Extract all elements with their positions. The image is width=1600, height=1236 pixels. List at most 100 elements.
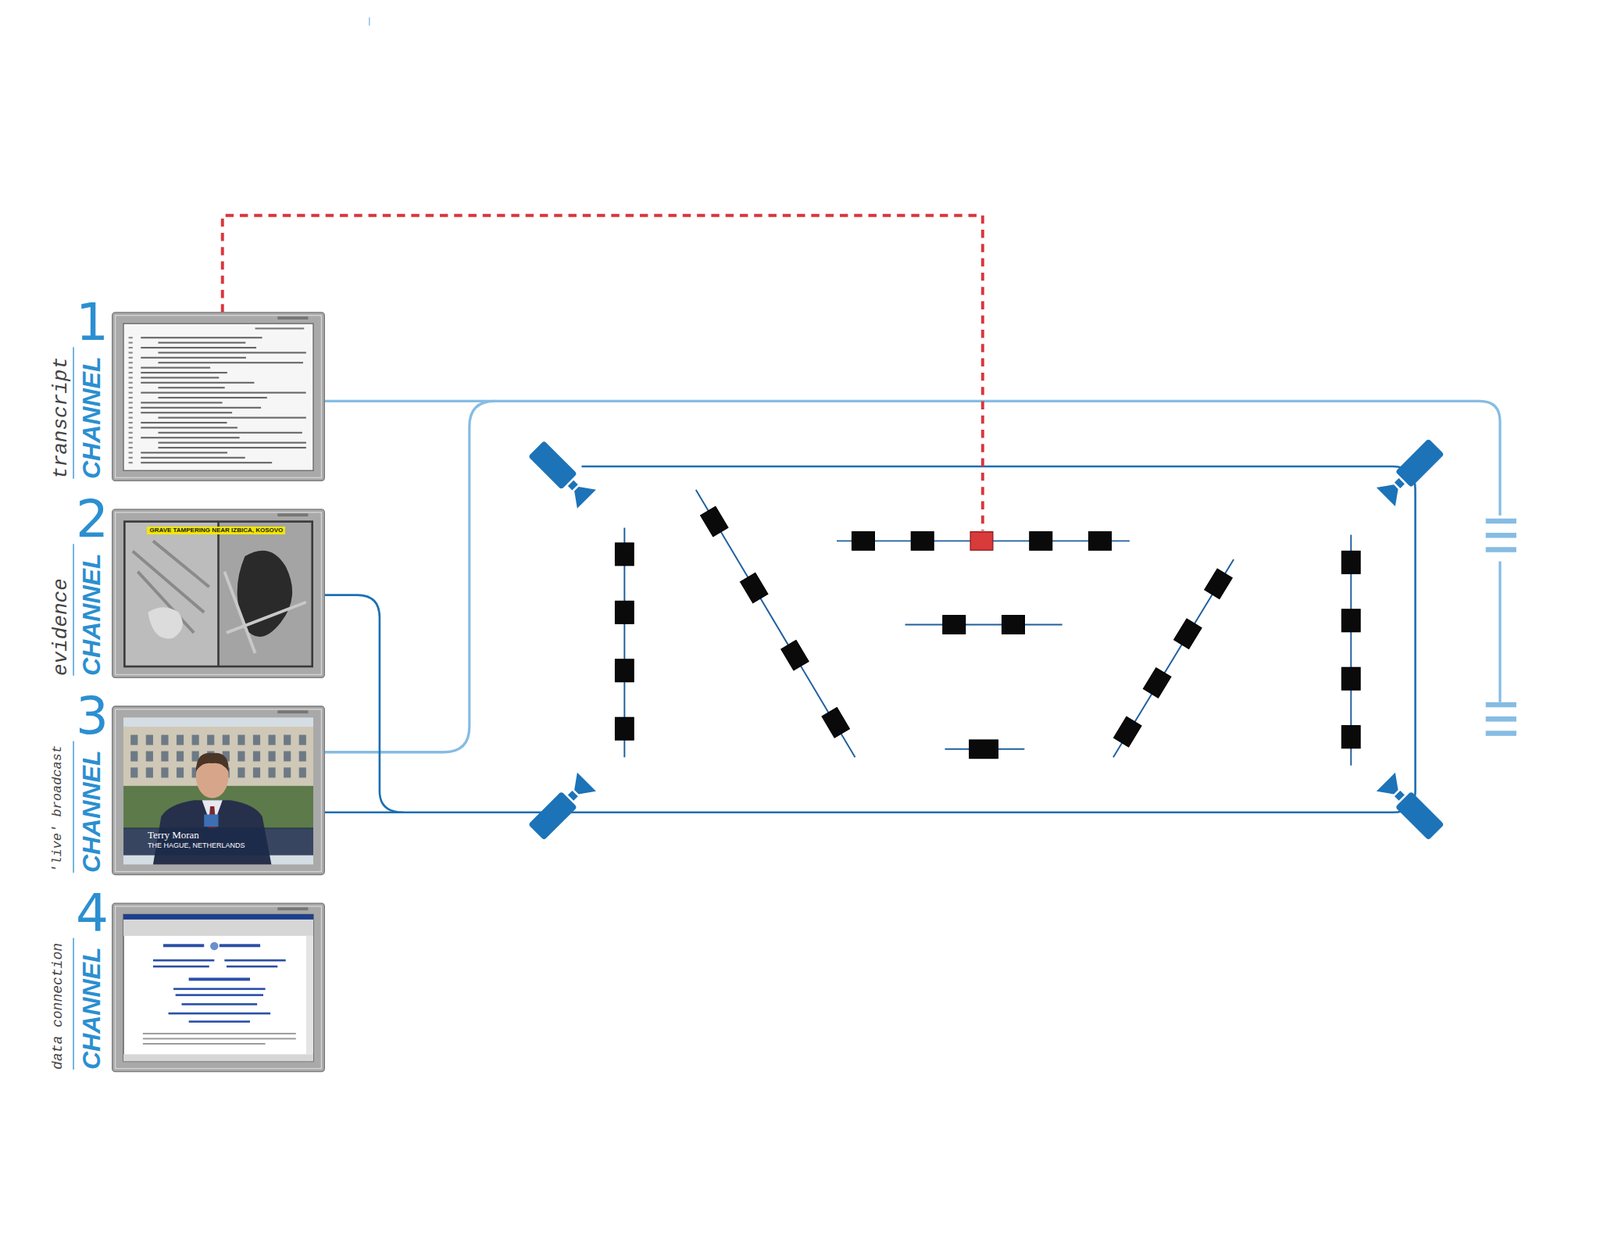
channel-number: 4 [75, 887, 109, 940]
transcript-line-mark [157, 386, 225, 389]
camera-neck [1394, 478, 1405, 489]
screen [123, 717, 314, 865]
window [253, 767, 261, 778]
window [268, 750, 276, 761]
camera-lens [1376, 477, 1406, 507]
web-content-mark [163, 943, 204, 947]
channel-label: evidence [50, 578, 72, 676]
camera-symbol [1376, 772, 1447, 843]
desk [740, 572, 768, 603]
connector-bar [1485, 730, 1517, 736]
brand-strip [277, 316, 308, 320]
transcript-line-mark [140, 376, 219, 379]
line-number-mark [128, 376, 133, 379]
screen [123, 323, 314, 471]
monitor [112, 903, 325, 1072]
window [268, 735, 276, 746]
web-content-mark [181, 1003, 258, 1006]
web-content-mark [142, 1032, 297, 1035]
bezel-highlight [115, 709, 322, 872]
monitor [112, 706, 325, 875]
window [146, 767, 154, 778]
line-number-mark [128, 442, 133, 444]
reporter-shirt [202, 800, 223, 829]
web-content-mark [153, 965, 210, 968]
window [237, 750, 245, 761]
channel-word: CHANNEL [78, 750, 104, 872]
transcript-line-mark [157, 442, 306, 444]
window [299, 750, 307, 761]
browser-scrollbar [306, 935, 314, 1055]
web-content-mark [153, 959, 215, 962]
web-content-mark [189, 977, 250, 981]
web-content-mark [142, 1042, 266, 1045]
line-number-mark [128, 382, 133, 384]
line-number-mark [128, 401, 133, 404]
window [130, 750, 138, 761]
web-content-mark [224, 959, 286, 962]
transcript-line-mark [140, 407, 261, 409]
photo-texture [224, 571, 306, 654]
line-number-mark [128, 411, 133, 414]
transcript-line-mark [140, 421, 227, 424]
bezel-highlight [115, 906, 322, 1069]
microphone [203, 814, 218, 827]
line-number-mark [128, 367, 133, 369]
transcript-line-mark [140, 382, 254, 384]
camera-lens [1376, 772, 1406, 802]
transcript-line-mark [140, 357, 247, 359]
line-number-mark [128, 457, 133, 459]
web-content-mark [219, 943, 261, 947]
monitor [112, 509, 325, 679]
window [207, 735, 215, 746]
desk [821, 707, 850, 738]
window [253, 750, 261, 761]
red-dashed-link [222, 215, 983, 532]
channel-number: 2 [75, 493, 109, 546]
camera-lens [567, 479, 597, 509]
window [146, 735, 154, 746]
line-number-mark [128, 357, 133, 359]
window [176, 750, 184, 761]
desk [910, 532, 934, 551]
desk [1002, 615, 1025, 635]
camera-body [528, 791, 578, 841]
transcript-line-mark [140, 451, 228, 454]
desk [1342, 667, 1361, 690]
channel-monitor: 'live' broadcastCHANNEL3 [42, 690, 329, 879]
desk [1029, 532, 1053, 551]
window [283, 750, 291, 761]
desk-row-line [1113, 559, 1234, 758]
channel-monitor: data connectionCHANNEL4 [42, 887, 329, 1075]
broadcast-wire [324, 400, 495, 752]
desk [1174, 618, 1202, 649]
photo-texture [147, 607, 183, 639]
window [192, 750, 200, 761]
desk-group [615, 489, 1361, 766]
transcript-wire [324, 400, 1500, 702]
connector-symbol [1485, 518, 1517, 736]
channel-word: CHANNEL [78, 946, 104, 1069]
desk [1089, 532, 1112, 551]
monitor-bezel [112, 509, 325, 679]
window [268, 767, 276, 778]
channel-label: 'live' broadcast [50, 745, 65, 873]
window [253, 735, 261, 746]
line-number-mark [128, 342, 133, 344]
web-content-mark [142, 1037, 297, 1040]
line-number-mark [128, 432, 133, 434]
camera-group [526, 436, 1446, 842]
line-number-mark [128, 361, 133, 364]
line-number-mark [128, 407, 133, 409]
channel-word: CHANNEL [78, 356, 104, 479]
web-page-content [142, 942, 297, 1045]
transcript-line-mark [140, 401, 222, 404]
desk-row-line [696, 489, 856, 758]
transcript-line-mark [140, 346, 257, 349]
camera-neck [1394, 790, 1405, 801]
label-separator [72, 346, 74, 1070]
web-content-mark [173, 987, 266, 990]
window [192, 735, 200, 746]
desk [615, 659, 635, 683]
channel-label: transcript [50, 357, 72, 479]
